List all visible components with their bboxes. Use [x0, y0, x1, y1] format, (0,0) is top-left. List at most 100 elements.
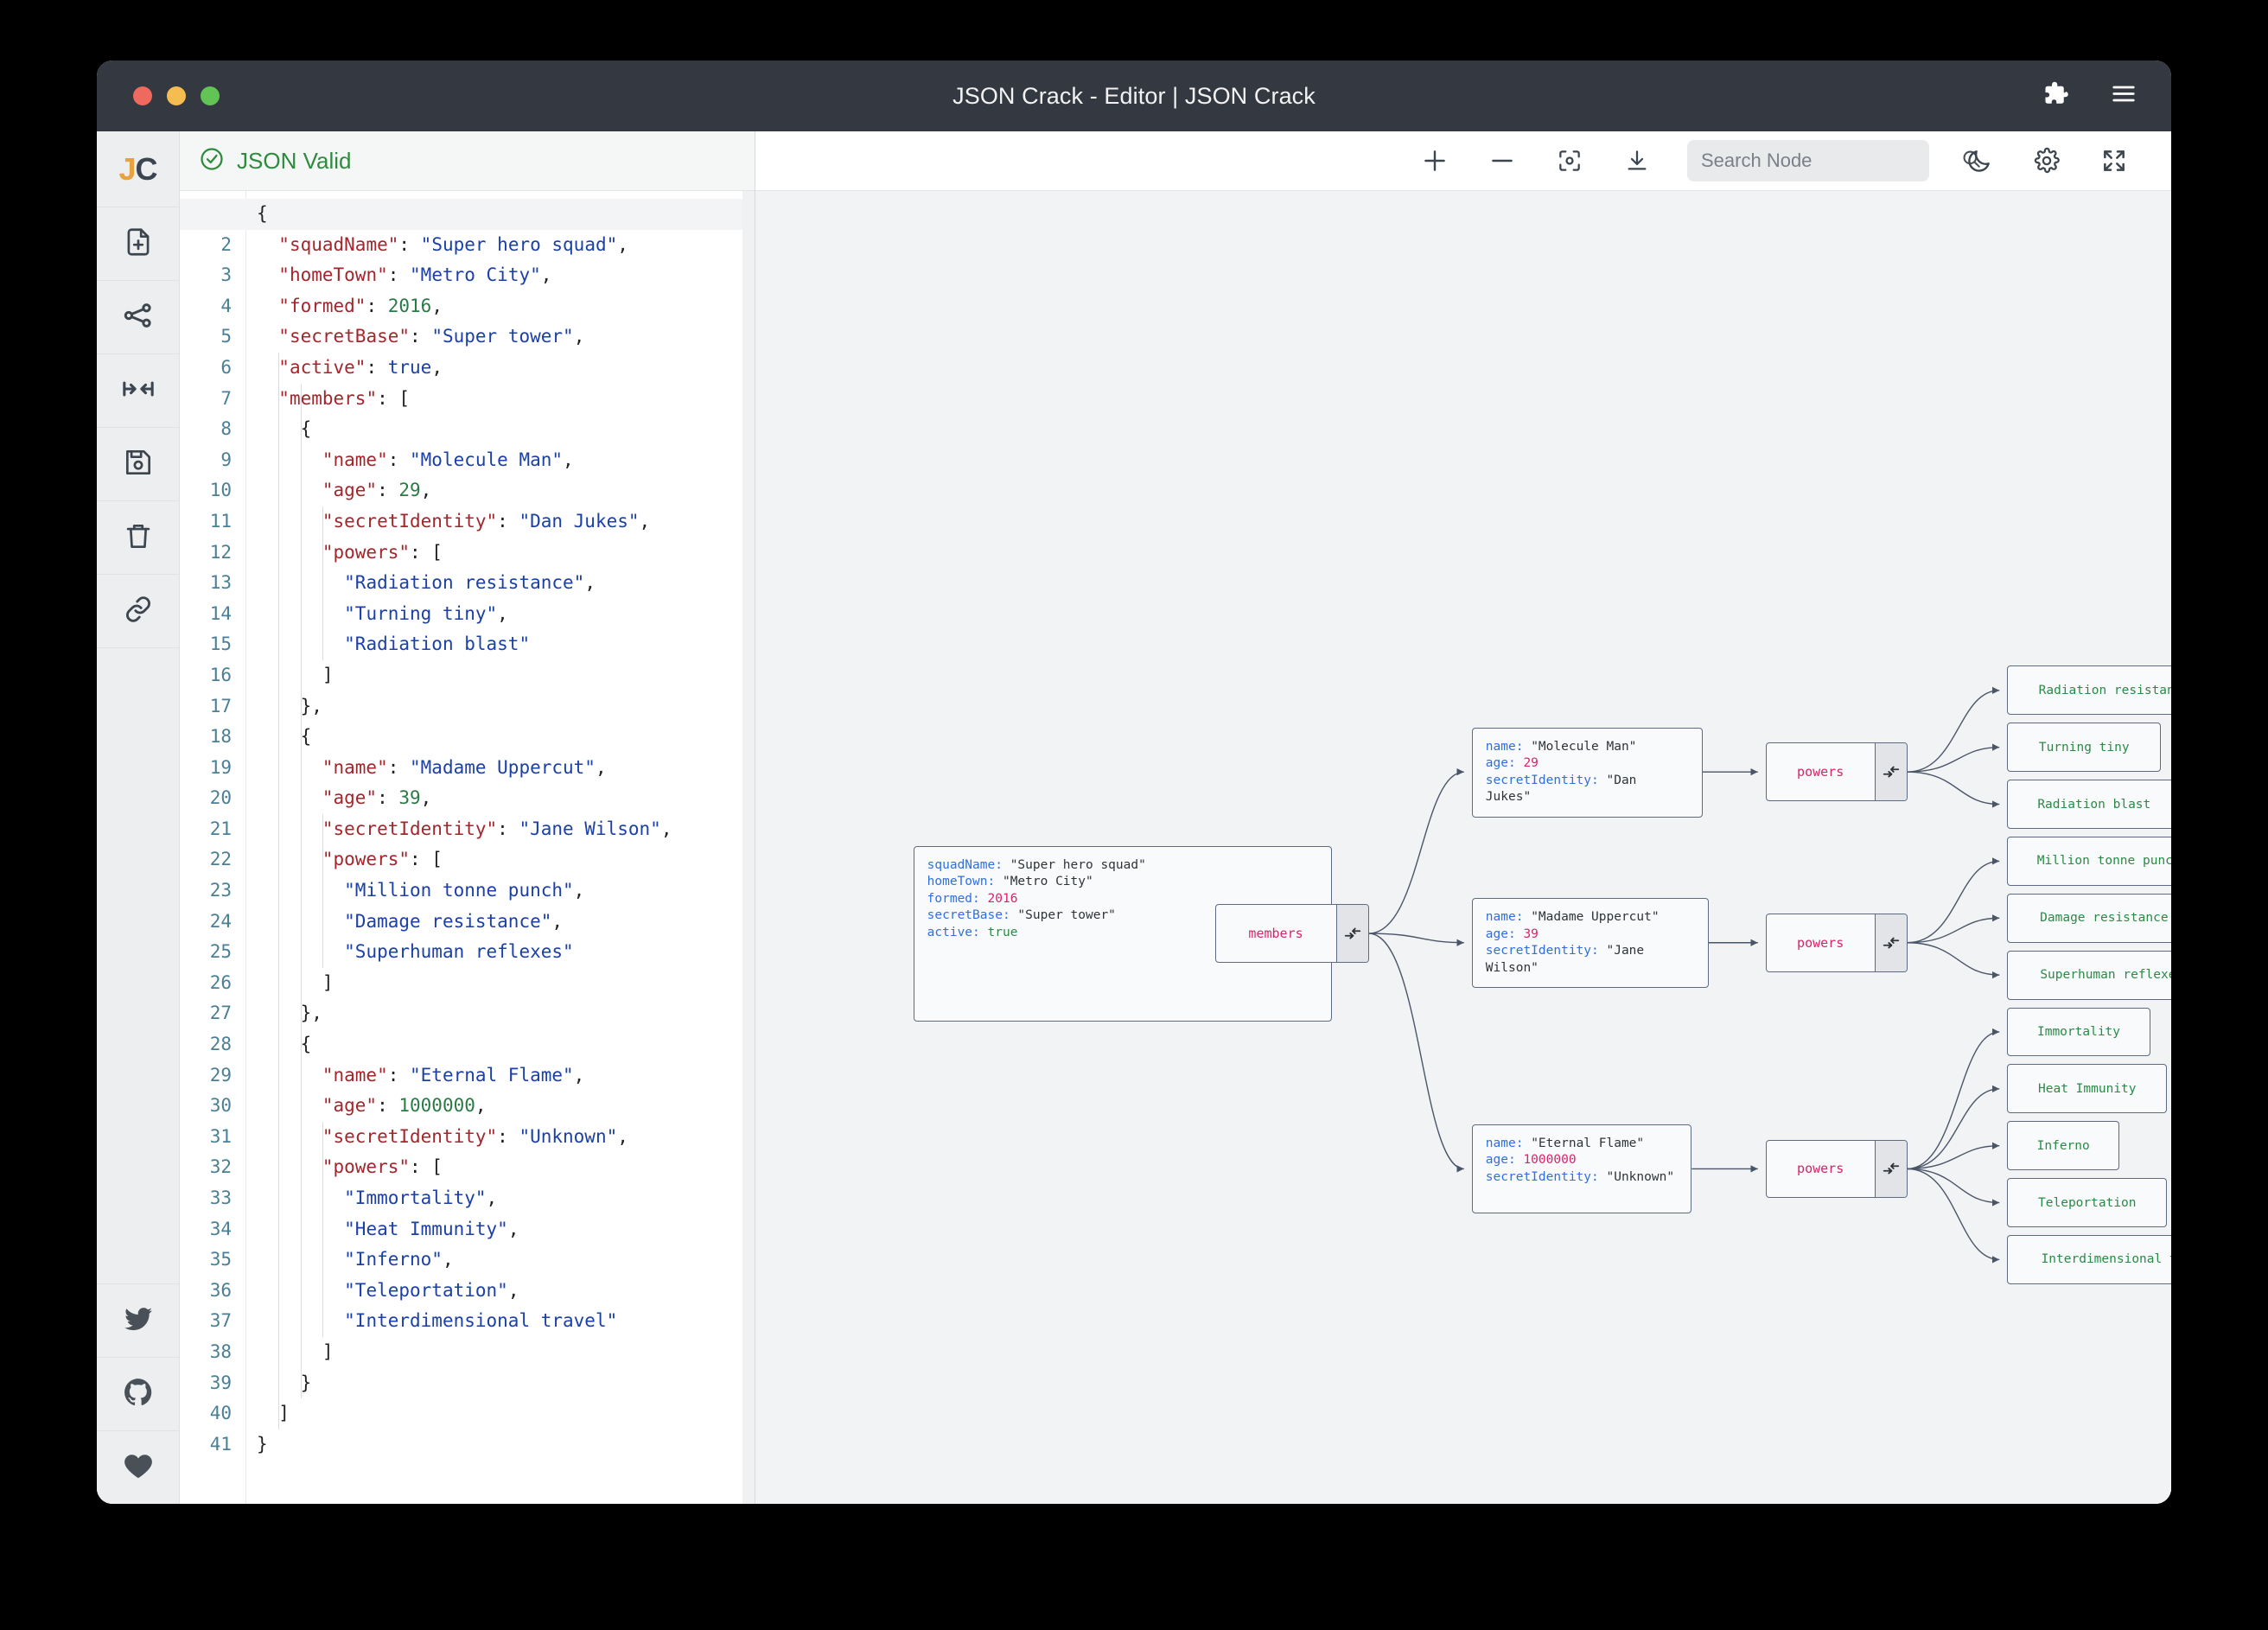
- sidebar-item-delete[interactable]: [97, 501, 179, 575]
- indent-guide: [322, 506, 323, 660]
- zoom-in-icon[interactable]: [1418, 143, 1452, 178]
- code-line: "Heat Immunity",: [344, 1218, 519, 1239]
- code-line: "Interdimensional travel": [344, 1310, 618, 1332]
- editor-vertical-scrollbar[interactable]: [742, 191, 755, 1504]
- code-line: },: [257, 1003, 322, 1024]
- indent-guide: [322, 814, 323, 968]
- leaf-node[interactable]: Immortality: [2007, 1007, 2150, 1057]
- code-editor[interactable]: 1234567891011121314151617181920212223242…: [180, 191, 755, 1504]
- code-line: "Turning tiny",: [344, 602, 508, 624]
- sidebar-item-github[interactable]: [97, 1357, 179, 1430]
- line-number: 9: [220, 449, 232, 470]
- node-key: secretBase:: [927, 908, 1018, 923]
- graph-edge: [1368, 933, 1464, 1173]
- share-graph-icon: [122, 299, 155, 336]
- graph-canvas[interactable]: squadName: "Super hero squad"homeTown: "…: [755, 191, 2171, 1504]
- indent-guide: [322, 1122, 323, 1338]
- code-line: {: [257, 1034, 312, 1055]
- code-line: "secretIdentity": "Unknown",: [322, 1125, 628, 1147]
- powers-array-node-1[interactable]: powers: [1765, 913, 1908, 972]
- code-line: ]: [257, 1403, 290, 1424]
- twitter-icon: [122, 1302, 155, 1340]
- minimize-window-button[interactable]: [167, 86, 186, 105]
- download-icon[interactable]: [1620, 143, 1654, 178]
- line-number: 21: [209, 818, 232, 839]
- sidebar-spacer: [97, 648, 179, 1283]
- moon-icon[interactable]: [1962, 143, 1997, 178]
- close-window-button[interactable]: [133, 86, 152, 105]
- sidebar-item-twitter[interactable]: [97, 1283, 179, 1357]
- code-content[interactable]: { "squadName": "Super hero squad", "home…: [246, 191, 755, 1504]
- members-array-node[interactable]: members: [1214, 904, 1369, 963]
- line-number: 5: [220, 326, 232, 347]
- line-number: 10: [209, 480, 232, 501]
- line-number: 40: [209, 1403, 232, 1424]
- graph-edge: [1368, 933, 1464, 946]
- powers-array-node-0[interactable]: powers: [1765, 742, 1908, 801]
- sidebar-item-sponsor[interactable]: [97, 1430, 179, 1504]
- node-key: squadName:: [927, 857, 1010, 872]
- graph-edge: [1907, 771, 2000, 808]
- code-line: "age": 1000000,: [322, 1095, 487, 1117]
- node-value: "Super tower": [1017, 908, 1116, 923]
- leaf-node[interactable]: Turning tiny: [2007, 723, 2162, 773]
- node-row: formed: 2016: [927, 891, 1318, 908]
- line-number: 12: [209, 541, 232, 563]
- leaf-node[interactable]: Radiation resistance: [2007, 665, 2171, 716]
- node-value: 2016: [987, 891, 1018, 906]
- leaf-node[interactable]: Radiation blast: [2007, 780, 2171, 829]
- search-input[interactable]: [1699, 149, 1952, 173]
- zoom-out-icon[interactable]: [1485, 143, 1519, 178]
- node-value: true: [987, 925, 1018, 939]
- hamburger-menu-icon[interactable]: [2111, 81, 2137, 111]
- node-row: age: 1000000: [1486, 1152, 1679, 1169]
- line-number: 20: [209, 787, 232, 809]
- line-number: 36: [209, 1279, 232, 1301]
- line-number: 14: [209, 602, 232, 624]
- code-line: "name": "Madame Uppercut",: [322, 756, 607, 778]
- leaf-node[interactable]: Interdimensional travel: [2007, 1234, 2171, 1284]
- code-line: "members": [: [278, 387, 411, 409]
- line-number: 23: [209, 880, 232, 901]
- node-key: secretIdentity:: [1485, 944, 1607, 958]
- leaf-node[interactable]: Damage resistance: [2007, 893, 2171, 943]
- leaf-node[interactable]: Heat Immunity: [2007, 1064, 2168, 1114]
- node-value: "Unknown": [1606, 1169, 1675, 1184]
- graph-edge: [1907, 1168, 2000, 1207]
- node-row: active: true: [927, 925, 1318, 942]
- sidebar-item-collapse[interactable]: [97, 354, 179, 428]
- maximize-window-button[interactable]: [201, 86, 220, 105]
- leaf-node[interactable]: Inferno: [2007, 1121, 2120, 1171]
- new-file-icon: [122, 226, 155, 263]
- json-valid-label: JSON Valid: [237, 147, 352, 174]
- center-focus-icon[interactable]: [1552, 143, 1587, 178]
- fullscreen-icon[interactable]: [2097, 143, 2131, 178]
- search-node-box[interactable]: [1687, 140, 1980, 181]
- code-line: "Radiation blast": [344, 634, 531, 655]
- leaf-node[interactable]: Superhuman reflexes: [2007, 950, 2171, 1000]
- leaf-node[interactable]: Teleportation: [2007, 1178, 2168, 1228]
- node-row: secretIdentity: "Unknown": [1486, 1169, 1679, 1187]
- sidebar-item-link[interactable]: [97, 575, 179, 648]
- line-number: 33: [209, 1187, 232, 1208]
- code-line: "name": "Molecule Man",: [322, 449, 574, 470]
- sidebar-item-new-file[interactable]: [97, 207, 179, 281]
- collapse-arrow-icon[interactable]: [1874, 743, 1907, 800]
- collapse-arrow-icon[interactable]: [1874, 1140, 1907, 1198]
- powers-array-node-2[interactable]: powers: [1765, 1139, 1908, 1199]
- gear-icon[interactable]: [2029, 143, 2064, 178]
- collapse-arrow-icon[interactable]: [1874, 914, 1907, 971]
- sidebar-item-save[interactable]: [97, 428, 179, 501]
- collapse-arrow-icon[interactable]: [1335, 905, 1368, 962]
- node-key: secretIdentity:: [1485, 1169, 1607, 1184]
- puzzle-piece-icon[interactable]: [2043, 81, 2069, 111]
- app-logo[interactable]: JC: [97, 131, 179, 207]
- json-editor-pane: JSON Valid 12345678910111213141516171819…: [180, 131, 755, 1504]
- leaf-node[interactable]: Million tonne punch: [2007, 836, 2171, 886]
- code-line: "Inferno",: [344, 1249, 454, 1270]
- sidebar-item-share-graph[interactable]: [97, 281, 179, 354]
- line-number: 30: [209, 1095, 232, 1117]
